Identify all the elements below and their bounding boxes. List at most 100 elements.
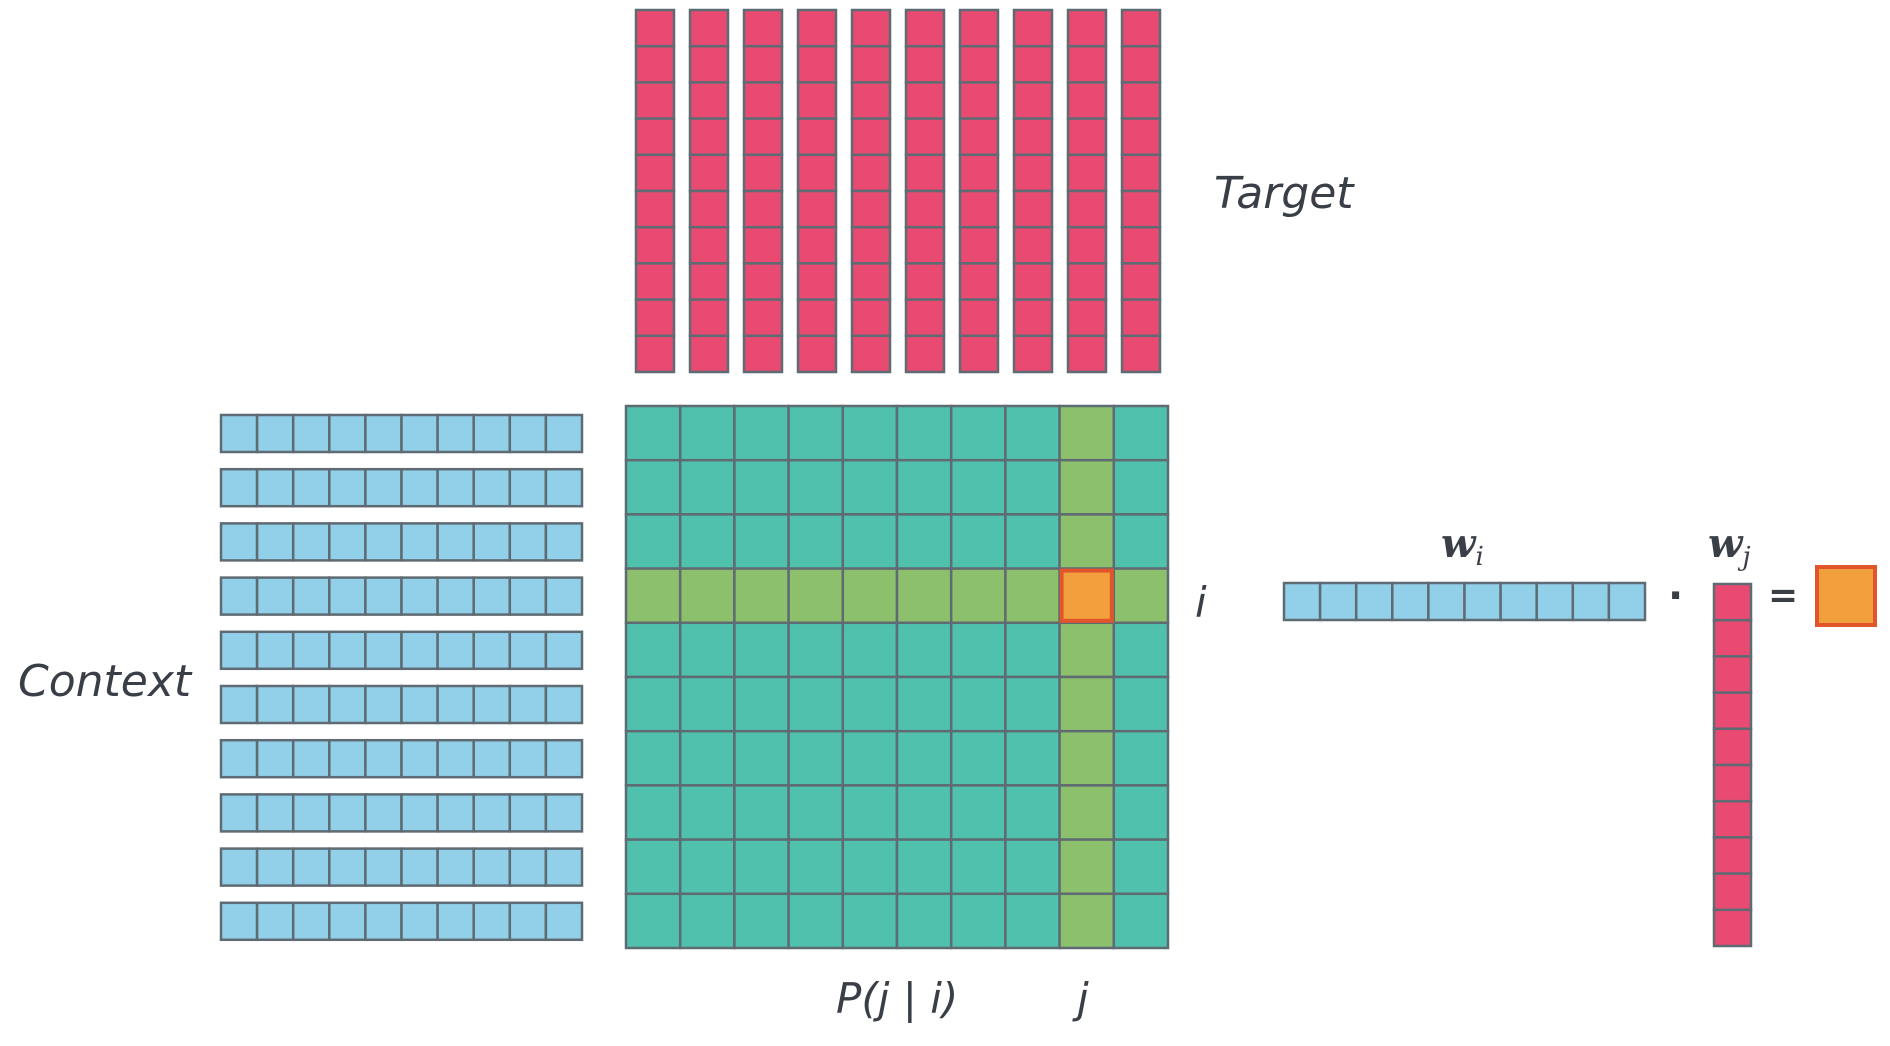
matrix-cell	[1112, 784, 1170, 841]
target-vector-cell	[742, 262, 784, 301]
context-vector-cell	[328, 413, 367, 454]
matrix-cell	[733, 621, 790, 679]
target-vector-cell	[1012, 225, 1054, 265]
target-vector-cell	[1012, 334, 1054, 374]
target-vector-cell	[796, 117, 838, 157]
target-vector-cell	[742, 334, 784, 374]
context-vector-cell	[219, 847, 259, 887]
matrix-cell	[733, 729, 790, 787]
wi-vector-cell	[1318, 581, 1358, 622]
matrix-cell	[678, 729, 736, 787]
target-vector-cell	[796, 44, 838, 84]
context-vector-cell	[544, 467, 584, 508]
target-vector-cell	[850, 117, 892, 157]
matrix-cell	[787, 675, 845, 733]
context-vector-cell	[472, 738, 512, 779]
wi-vector-cell	[1607, 581, 1647, 622]
target-vector-cell	[904, 225, 946, 265]
matrix-cell	[733, 458, 790, 516]
matrix-cell	[1004, 784, 1061, 841]
target-label: Target	[1214, 168, 1354, 219]
target-vector-cell	[850, 153, 892, 193]
matrix-cell	[678, 892, 736, 950]
column-index-label: j	[1077, 974, 1089, 1023]
matrix-highlight-cell	[1058, 838, 1116, 896]
context-vector-cell	[291, 793, 331, 833]
target-vector-cell	[1012, 81, 1054, 120]
context-vector-cell	[508, 738, 548, 779]
target-vector-cell	[850, 8, 892, 48]
matrix-cell	[1004, 838, 1061, 896]
context-vector-cell	[436, 684, 475, 725]
target-vector-cell	[850, 298, 892, 338]
context-vector-cell	[364, 630, 403, 671]
matrix-cell	[895, 458, 953, 516]
target-vector-cell	[1120, 262, 1162, 301]
matrix-highlight-cell	[733, 567, 790, 625]
matrix-cell	[678, 621, 736, 679]
context-vector-cell	[255, 630, 295, 671]
target-vector-cell	[634, 262, 676, 301]
target-vector-cell	[1120, 189, 1162, 229]
context-vector-cell	[472, 413, 512, 454]
matrix-cell	[895, 675, 953, 733]
context-vector-cell	[255, 901, 295, 942]
target-vector-cell	[1012, 44, 1054, 84]
target-vector-cell	[1066, 44, 1108, 84]
matrix-highlight-cell	[949, 567, 1007, 625]
context-vector-cell	[291, 413, 331, 454]
matrix-cell	[1004, 675, 1061, 733]
context-vector-cell	[436, 793, 475, 833]
target-vector-cell	[796, 81, 838, 120]
matrix-cell	[949, 513, 1007, 570]
context-vector-cell	[328, 793, 367, 833]
context-label: Context	[18, 656, 192, 707]
context-vector-cell	[291, 467, 331, 508]
matrix-highlight-cell	[841, 567, 899, 625]
context-vector-cell	[508, 793, 548, 833]
context-vector-cell	[364, 684, 403, 725]
context-vector-cell	[400, 630, 439, 671]
wi-base: w	[1441, 520, 1476, 567]
target-vector-cell	[958, 262, 1000, 301]
context-vector-cell	[544, 630, 584, 671]
context-vector-cell	[219, 522, 259, 562]
probability-label: P(j | i)	[836, 974, 959, 1023]
context-vector-cell	[255, 684, 295, 725]
context-vector-cell	[364, 576, 403, 616]
matrix-cell	[1112, 458, 1170, 516]
matrix-cell	[841, 513, 899, 570]
context-vector-cell	[328, 467, 367, 508]
dot-product-result	[1815, 565, 1877, 627]
context-vector-cell	[291, 522, 331, 562]
matrix-cell	[895, 404, 953, 462]
matrix-cell	[1112, 621, 1170, 679]
context-vector-cell	[544, 684, 584, 725]
wi-vector-cell	[1499, 581, 1538, 622]
matrix-cell	[678, 784, 736, 841]
target-vector-cell	[634, 44, 676, 84]
context-vector-cell	[544, 413, 584, 454]
target-vector-cell	[742, 298, 784, 338]
matrix-cell	[787, 784, 845, 841]
target-vector-cell	[742, 225, 784, 265]
context-vector-cell	[472, 901, 512, 942]
matrix-cell	[841, 404, 899, 462]
context-vector-cell	[364, 522, 403, 562]
matrix-cell	[895, 513, 953, 570]
target-vector-cell	[850, 44, 892, 84]
target-vector-cell	[958, 225, 1000, 265]
matrix-cell	[624, 784, 682, 841]
context-vector-cell	[508, 522, 548, 562]
target-vector-cell	[796, 298, 838, 338]
target-vector-cell	[904, 81, 946, 120]
matrix-highlight-cell	[1058, 675, 1116, 733]
target-vector-cell	[688, 8, 730, 48]
matrix-cell	[1112, 675, 1170, 733]
target-vector-cell	[742, 153, 784, 193]
context-vector-cell	[472, 630, 512, 671]
context-vector-cell	[364, 901, 403, 942]
matrix-cell	[841, 892, 899, 950]
matrix-cell	[624, 838, 682, 896]
